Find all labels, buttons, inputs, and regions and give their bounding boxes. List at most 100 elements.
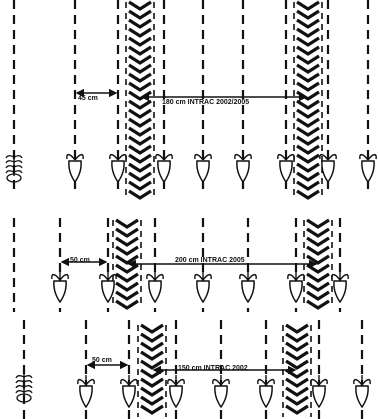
beet-leaf (360, 155, 368, 160)
sugar-beet-icon (195, 270, 211, 302)
beet-leaf (320, 155, 328, 160)
tyre-track (283, 325, 311, 417)
beet-leaf (100, 275, 108, 280)
plant-leaf (24, 381, 32, 383)
sugar-beet-icon (121, 375, 137, 407)
tyre-tread-chevron (116, 301, 138, 308)
sugar-beet-icon (195, 150, 211, 182)
track-width-label: 200 cm INTRAC 2005 (175, 257, 245, 264)
diagram-geometry (6, 0, 376, 419)
beet-root (280, 161, 292, 182)
beet-leaf (332, 275, 340, 280)
plant-leaf (6, 166, 14, 168)
tyre-tread-chevron (286, 406, 308, 413)
tyre-tread-chevron (297, 110, 319, 117)
tyre-tread-chevron (116, 229, 138, 236)
sugar-beet-icon (213, 375, 229, 407)
tyre-tread-chevron (116, 247, 138, 254)
tyre-tread-chevron (141, 406, 163, 413)
tyre-tread-chevron (307, 256, 329, 263)
tyre-tread-chevron (286, 334, 308, 341)
tyre-tread-chevron (297, 173, 319, 180)
tyre-tread-chevron (286, 397, 308, 404)
panel-3-geometry (16, 320, 370, 419)
beet-root (290, 281, 302, 302)
sugar-beet-icon (78, 375, 94, 407)
tyre-tread-chevron (297, 29, 319, 36)
tyre-tread-chevron (307, 265, 329, 272)
sugar-beet-icon (360, 150, 376, 182)
beet-root (123, 386, 135, 407)
beet-leaf (164, 155, 172, 160)
beet-leaf (195, 275, 203, 280)
spacing-label: 50 cm (70, 257, 90, 264)
track-width-label: 180 cm INTRAC 2002/2005 (162, 99, 249, 106)
beet-root (237, 161, 249, 182)
sugar-beet-icon (52, 270, 68, 302)
beet-root (313, 386, 325, 407)
tyre-tread-chevron (297, 83, 319, 90)
sugar-beet-icon (240, 270, 256, 302)
beet-root (215, 386, 227, 407)
tyre-tread-chevron (129, 20, 151, 27)
tyre-tread-chevron (307, 274, 329, 281)
tyre-tread-chevron (141, 370, 163, 377)
beet-leaf (52, 275, 60, 280)
beet-leaf (195, 155, 203, 160)
tyre-tread-chevron (129, 29, 151, 36)
beet-root (322, 161, 334, 182)
sugar-beet-icon (320, 150, 336, 182)
tyre-tread-chevron (297, 74, 319, 81)
beet-leaf (278, 155, 286, 160)
beet-leaf (248, 275, 256, 280)
tyre-tread-chevron (141, 379, 163, 386)
sugar-beet-icon (147, 270, 163, 302)
beet-leaf (67, 155, 75, 160)
tyre-tread-chevron (116, 256, 138, 263)
tyre-tread-chevron (141, 334, 163, 341)
beet-root (158, 161, 170, 182)
tyre-tread-chevron (286, 379, 308, 386)
tyre-tread-chevron (129, 101, 151, 108)
plant-leaf (16, 386, 24, 388)
beet-root (54, 281, 66, 302)
tyre-tread-chevron (141, 325, 163, 332)
beet-leaf (328, 155, 336, 160)
tyre-tread-chevron (297, 191, 319, 198)
tyre-tread-chevron (129, 92, 151, 99)
beet-leaf (319, 380, 327, 385)
plant-leaf (24, 376, 32, 378)
sugar-beet-icon (110, 150, 126, 182)
tyre-tread-chevron (141, 361, 163, 368)
tyre-tread-chevron (286, 352, 308, 359)
plant-leaf (16, 381, 24, 383)
beet-leaf (340, 275, 348, 280)
tyre-tread-chevron (297, 119, 319, 126)
plant-leaf (24, 386, 32, 388)
sugar-beet-icon (168, 375, 184, 407)
tyre-track (126, 2, 154, 198)
beet-leaf (129, 380, 137, 385)
beet-leaf (213, 380, 221, 385)
tyre-track (294, 2, 322, 198)
beet-leaf (156, 155, 164, 160)
beet-leaf (311, 380, 319, 385)
tyre-tread-chevron (297, 20, 319, 27)
tyre-tread-chevron (141, 352, 163, 359)
beet-root (334, 281, 346, 302)
spacing-label: 50 cm (92, 357, 112, 364)
beet-leaf (354, 380, 362, 385)
tyre-tread-chevron (297, 2, 319, 9)
panel-2-geometry (14, 218, 348, 312)
beet-leaf (60, 275, 68, 280)
beet-leaf (258, 380, 266, 385)
beet-leaf (155, 275, 163, 280)
tyre-tread-chevron (129, 191, 151, 198)
tyre-tread-chevron (297, 56, 319, 63)
tyre-tread-chevron (129, 56, 151, 63)
beet-leaf (147, 275, 155, 280)
tyre-tread-chevron (129, 65, 151, 72)
side-plant-icon (6, 150, 22, 182)
tyre-tread-chevron (297, 65, 319, 72)
